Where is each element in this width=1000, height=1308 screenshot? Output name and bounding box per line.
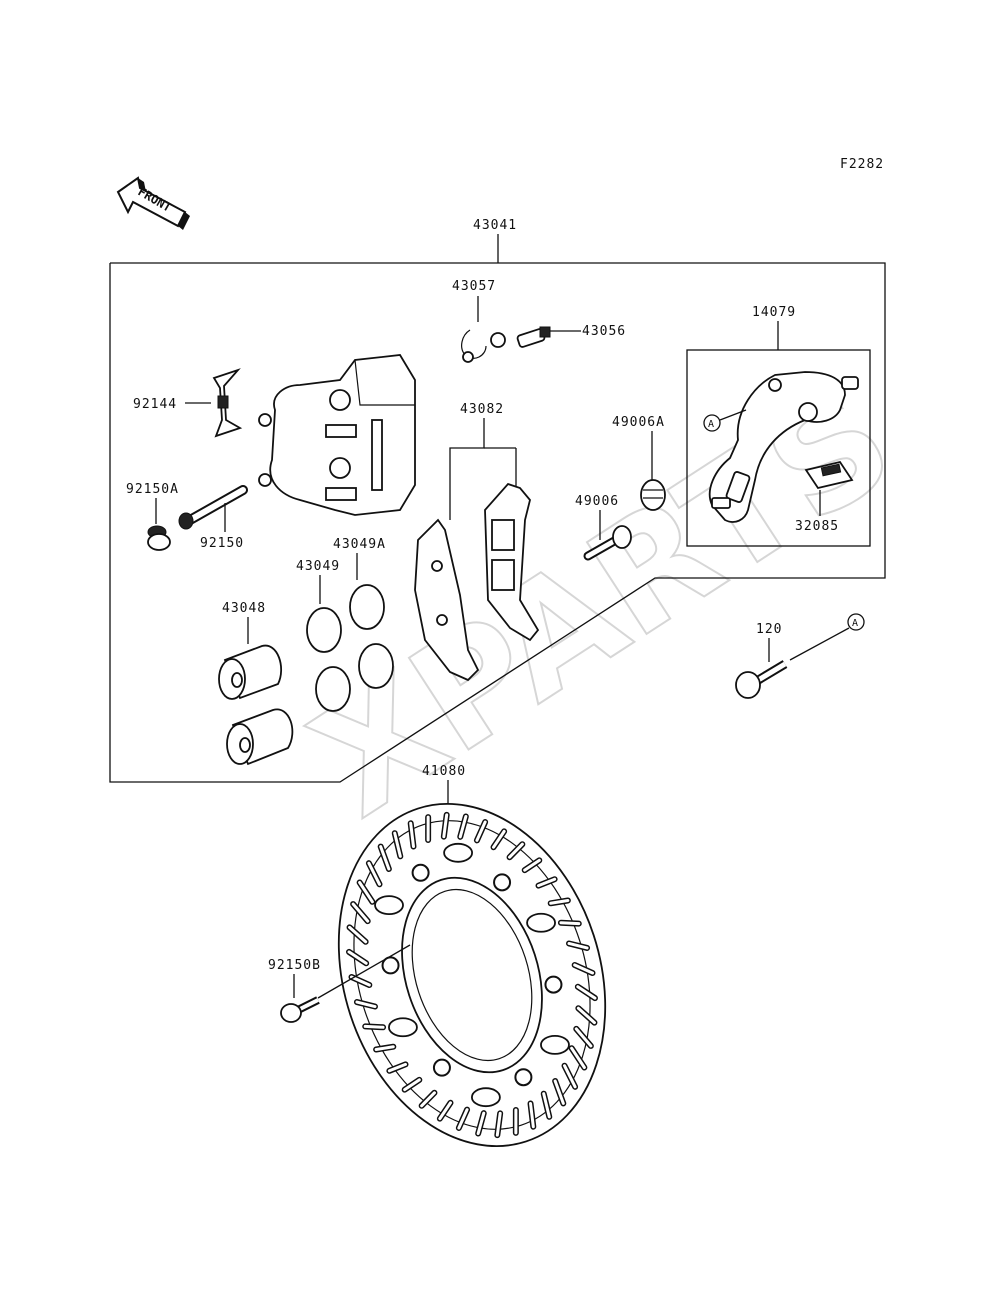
disc-bolt-hole [493, 873, 512, 892]
disc-slot [458, 814, 468, 839]
disc-slot [409, 821, 415, 849]
disc-slot [549, 898, 570, 905]
ref-marker-a-bracket: A [703, 409, 747, 432]
disc-bolt-hole [411, 863, 430, 882]
disc-slot [475, 820, 487, 842]
disc-slot [348, 925, 368, 944]
bracket-outline [686, 349, 871, 547]
disc-slot [438, 1101, 452, 1121]
disc-lightening-hole [540, 1035, 570, 1055]
disc-lightening-hole [443, 842, 473, 863]
disc-lightening-hole [374, 895, 404, 915]
label-92150: 92150 [200, 536, 244, 551]
caliper-body [258, 354, 416, 516]
front-arrow-icon: FRONT [116, 176, 190, 230]
brake-pads [414, 482, 540, 682]
disc-slot [349, 975, 371, 987]
disc-bolt-hole [381, 956, 400, 975]
pad-spring [804, 460, 854, 490]
disc-slot [495, 1111, 502, 1137]
disc-slot [420, 1091, 436, 1108]
disc-slot [529, 1101, 535, 1129]
disc-slot [387, 1062, 407, 1073]
disc-slot [573, 963, 595, 975]
boot-a [640, 479, 666, 511]
label-43049: 43049 [296, 559, 340, 574]
label-14079: 14079 [752, 305, 796, 320]
disc-slot [476, 1111, 486, 1136]
disc-slot [576, 985, 597, 1000]
disc-slot [403, 1078, 421, 1092]
diagram-code: F2282 [840, 157, 884, 172]
assembly-outline [109, 262, 886, 783]
piston-seals [306, 584, 394, 712]
ref-marker-label: A [708, 419, 714, 430]
disc-slot [559, 921, 581, 926]
label-43048: 43048 [222, 601, 266, 616]
label-43049a: 43049A [333, 537, 386, 552]
disc-bolt [280, 996, 320, 1023]
caliper-bracket [708, 371, 859, 523]
disc-slot [576, 1006, 596, 1025]
disc-slot [508, 842, 524, 859]
label-92150a: 92150A [126, 482, 179, 497]
disc-bolt-hole [432, 1058, 451, 1077]
disc-bolt-hole [544, 975, 563, 994]
pin [178, 485, 248, 530]
disc-slot [374, 1045, 395, 1052]
disc-slot [355, 1000, 377, 1009]
disc-slot [563, 1064, 577, 1089]
disc-lightening-hole [471, 1087, 501, 1108]
label-43041: 43041 [473, 218, 517, 233]
pistons [218, 644, 294, 766]
ref-marker-label: A [852, 618, 858, 629]
disc-slot [492, 829, 506, 849]
label-32085: 32085 [795, 519, 839, 534]
disc-bolt-holes [374, 842, 570, 1108]
label-43056: 43056 [582, 324, 626, 339]
disc-slot [523, 858, 541, 872]
brake-disc [337, 803, 607, 1147]
boot [583, 525, 632, 561]
label-120: 120 [756, 622, 782, 637]
disc-slot [570, 1046, 586, 1070]
disc-slot [358, 880, 374, 904]
disc-slot [393, 831, 402, 858]
disc-slot [379, 845, 391, 871]
disc-slot [347, 950, 368, 965]
disc-slot [351, 902, 370, 923]
plug-a [147, 525, 171, 551]
label-49006: 49006 [575, 494, 619, 509]
disc-slot [574, 1027, 593, 1048]
bleeder-valve [516, 326, 551, 348]
bleeder-cap [461, 329, 506, 363]
disc-slot [567, 941, 589, 950]
label-41080: 41080 [422, 764, 466, 779]
disc-slot [442, 813, 449, 839]
label-43082: 43082 [460, 402, 504, 417]
disc-slot [457, 1108, 469, 1130]
label-92150b: 92150B [268, 958, 321, 973]
label-43057: 43057 [452, 279, 496, 294]
disc-slots [346, 811, 598, 1139]
bolt [735, 660, 788, 699]
pad-spring-clip [212, 368, 243, 438]
disc-slot [363, 1024, 385, 1029]
disc-bolt-hole [514, 1068, 533, 1087]
disc-slot [542, 1092, 551, 1119]
label-49006a: 49006A [612, 415, 665, 430]
disc-lightening-hole [526, 912, 556, 933]
disc-slot [537, 877, 557, 888]
label-92144: 92144 [133, 397, 177, 412]
disc-lightening-hole [388, 1017, 418, 1038]
ref-marker-a-bolt: A [847, 613, 865, 631]
disc-slot [367, 861, 381, 886]
disc-slot [553, 1079, 565, 1105]
